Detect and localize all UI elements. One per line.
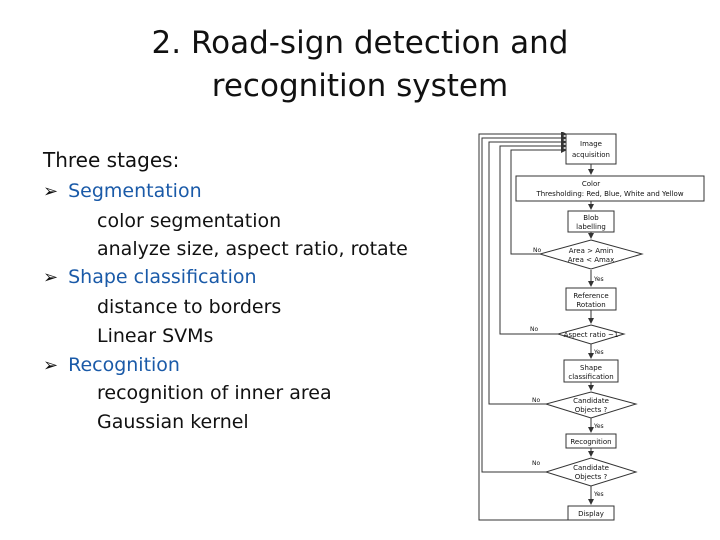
loop-display xyxy=(478,132,568,521)
thresholding-line-1: Color xyxy=(582,180,600,188)
shape-classification-line-2: classification xyxy=(568,373,613,381)
recognition-text: Recognition xyxy=(570,438,611,446)
arrow-bullet-icon: ➢ xyxy=(43,181,59,202)
area-check-decision: Area > Amin Area < Amax xyxy=(538,239,644,270)
stage-shape-classification-detail-1: distance to borders xyxy=(97,296,282,318)
stage-recognition-detail-1: recognition of inner area xyxy=(97,382,332,404)
stage-shape-classification: ➢ Shape classification xyxy=(43,266,257,288)
slide-title-line-1: 2. Road-sign detection and xyxy=(151,25,569,61)
display-box: Display xyxy=(567,505,615,521)
aspect-ratio-text: Aspect ratio ~1 xyxy=(564,331,619,339)
arrow-bullet-icon: ➢ xyxy=(43,355,59,376)
loop-candidate1-no xyxy=(488,139,567,405)
area-check-yes-label: Yes xyxy=(593,276,604,283)
candidate-objects-2-line-1: Candidate xyxy=(573,464,609,472)
blob-labelling-line-1: Blob xyxy=(583,214,599,222)
stage-recognition-detail-2: Gaussian kernel xyxy=(97,411,249,433)
candidate-objects-2-yes-label: Yes xyxy=(593,491,604,498)
stage-recognition: ➢ Recognition xyxy=(43,354,180,376)
candidate-objects-2-line-2: Objects ? xyxy=(575,473,608,481)
stage-shape-classification-detail-2: Linear SVMs xyxy=(97,325,214,347)
candidate-objects-2-decision: Candidate Objects ? xyxy=(544,457,638,487)
candidate-objects-1-yes-label: Yes xyxy=(593,423,604,430)
image-acquisition-box: Image acquisition xyxy=(565,133,617,165)
blob-labelling-line-2: labelling xyxy=(576,223,606,231)
reference-rotation-line-1: Reference xyxy=(573,292,608,300)
recognition-box: Recognition xyxy=(565,433,617,449)
area-check-line-2: Area < Amax xyxy=(568,256,614,264)
reference-rotation-line-2: Rotation xyxy=(576,301,605,309)
candidate-objects-2-no-label: No xyxy=(532,460,540,467)
thresholding-line-2: Thresholding: Red, Blue, White and Yello… xyxy=(535,190,683,198)
area-check-line-1: Area > Amin xyxy=(569,247,613,255)
thresholding-box: Color Thresholding: Red, Blue, White and… xyxy=(515,175,705,202)
candidate-objects-1-line-1: Candidate xyxy=(573,397,609,405)
blob-labelling-box: Blob labelling xyxy=(567,210,615,233)
arrow-bullet-icon: ➢ xyxy=(43,267,59,288)
shape-classification-line-1: Shape xyxy=(580,364,602,372)
aspect-ratio-yes-label: Yes xyxy=(593,349,604,356)
candidate-objects-1-line-2: Objects ? xyxy=(575,406,608,414)
loop-candidate2-no xyxy=(481,135,567,473)
stage-segmentation-label: Segmentation xyxy=(68,180,202,202)
loop-aspect-no xyxy=(499,143,567,335)
image-acquisition-line-2: acquisition xyxy=(572,151,610,159)
candidate-objects-1-no-label: No xyxy=(532,397,540,404)
image-acquisition-line-1: Image xyxy=(580,140,602,148)
stage-recognition-label: Recognition xyxy=(68,354,180,376)
flowchart-diagram: Image acquisition Color Thresholding: Re… xyxy=(478,132,705,521)
shape-classification-box: Shape classification xyxy=(563,359,619,383)
slide-title-line-2: recognition system xyxy=(211,68,509,104)
aspect-ratio-decision: Aspect ratio ~1 xyxy=(556,324,626,345)
area-check-no-label: No xyxy=(533,247,541,254)
stage-shape-classification-label: Shape classification xyxy=(68,266,257,288)
aspect-ratio-no-label: No xyxy=(530,326,538,333)
loop-area-no xyxy=(510,147,567,255)
feedback-loops xyxy=(478,132,568,521)
stage-segmentation: ➢ Segmentation xyxy=(43,180,202,202)
intro-text: Three stages: xyxy=(43,148,180,172)
candidate-objects-1-decision: Candidate Objects ? xyxy=(544,391,638,419)
display-text: Display xyxy=(578,510,604,518)
stage-segmentation-detail-2: analyze size, aspect ratio, rotate xyxy=(97,238,408,260)
reference-rotation-box: Reference Rotation xyxy=(565,287,617,311)
slide-title: 2. Road-sign detection and recognition s… xyxy=(0,22,720,108)
stage-segmentation-detail-1: color segmentation xyxy=(97,210,282,232)
